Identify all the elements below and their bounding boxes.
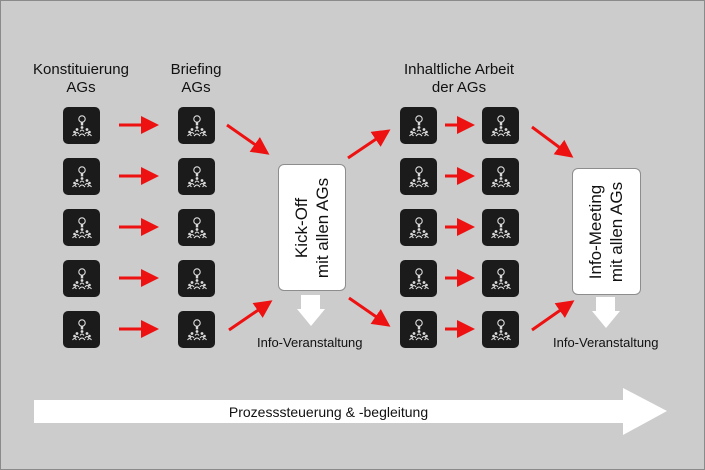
lightbulb-group-icon xyxy=(408,114,429,136)
red-arrow-diagonal xyxy=(531,300,575,332)
kickoff-box: Kick-Off mit allen AGs xyxy=(278,164,346,291)
lightbulb-group-icon xyxy=(71,114,92,136)
ag-node xyxy=(400,311,437,348)
ag-node xyxy=(482,158,519,195)
lightbulb-group-icon xyxy=(186,165,207,187)
down-arrow-info-meeting xyxy=(592,297,620,328)
column-title-konstituierung: Konstituierung AGs xyxy=(31,61,131,97)
red-arrow-diagonal xyxy=(347,129,391,160)
lightbulb-group-icon xyxy=(490,318,511,340)
lightbulb-group-icon xyxy=(490,216,511,238)
lightbulb-group-icon xyxy=(71,267,92,289)
lightbulb-group-icon xyxy=(71,318,92,340)
column-title-line: der AGs xyxy=(431,79,487,96)
lightbulb-group-icon xyxy=(408,267,429,289)
lightbulb-group-icon xyxy=(408,216,429,238)
ag-node xyxy=(482,107,519,144)
ag-node xyxy=(178,209,215,246)
ag-node xyxy=(178,311,215,348)
ag-node xyxy=(482,260,519,297)
lightbulb-group-icon xyxy=(408,165,429,187)
process-arrow xyxy=(34,388,667,435)
ag-node xyxy=(178,260,215,297)
column-title-line: Briefing xyxy=(170,61,222,78)
info-meeting-box: Info-Meeting mit allen AGs xyxy=(572,168,641,295)
ag-node xyxy=(63,209,100,246)
ag-node xyxy=(178,158,215,195)
column-title-line: AGs xyxy=(181,79,211,96)
column-title-line: Inhaltliche Arbeit xyxy=(403,61,515,78)
ag-node xyxy=(63,107,100,144)
ag-node xyxy=(63,158,100,195)
lightbulb-group-icon xyxy=(186,318,207,340)
ag-node xyxy=(63,311,100,348)
ag-node xyxy=(482,209,519,246)
red-arrow-diagonal xyxy=(531,125,574,158)
lightbulb-group-icon xyxy=(186,216,207,238)
ag-node xyxy=(482,311,519,348)
lightbulb-group-icon xyxy=(408,318,429,340)
down-arrow-kickoff xyxy=(297,295,325,326)
ag-node xyxy=(400,260,437,297)
ag-node xyxy=(400,209,437,246)
lightbulb-group-icon xyxy=(71,216,92,238)
red-arrow-diagonal xyxy=(226,123,270,155)
kickoff-info-label: Info-Veranstaltung xyxy=(257,335,363,350)
lightbulb-group-icon xyxy=(490,267,511,289)
ag-node xyxy=(400,107,437,144)
ag-node xyxy=(63,260,100,297)
lightbulb-group-icon xyxy=(71,165,92,187)
column-title-line: AGs xyxy=(66,79,96,96)
info-meeting-info-label: Info-Veranstaltung xyxy=(553,335,659,350)
lightbulb-group-icon xyxy=(186,267,207,289)
process-arrow-label: Prozesssteuerung & -begleitung xyxy=(228,403,429,420)
lightbulb-group-icon xyxy=(490,114,511,136)
lightbulb-group-icon xyxy=(186,114,207,136)
ag-node xyxy=(178,107,215,144)
column-title-inhaltliche-arbeit: Inhaltliche Arbeit der AGs xyxy=(389,61,529,97)
red-arrow-diagonal xyxy=(348,296,391,327)
ag-node xyxy=(400,158,437,195)
column-title-briefing: Briefing AGs xyxy=(156,61,236,97)
red-arrow-diagonal xyxy=(228,300,273,332)
column-title-line: Konstituierung xyxy=(33,61,129,78)
lightbulb-group-icon xyxy=(490,165,511,187)
